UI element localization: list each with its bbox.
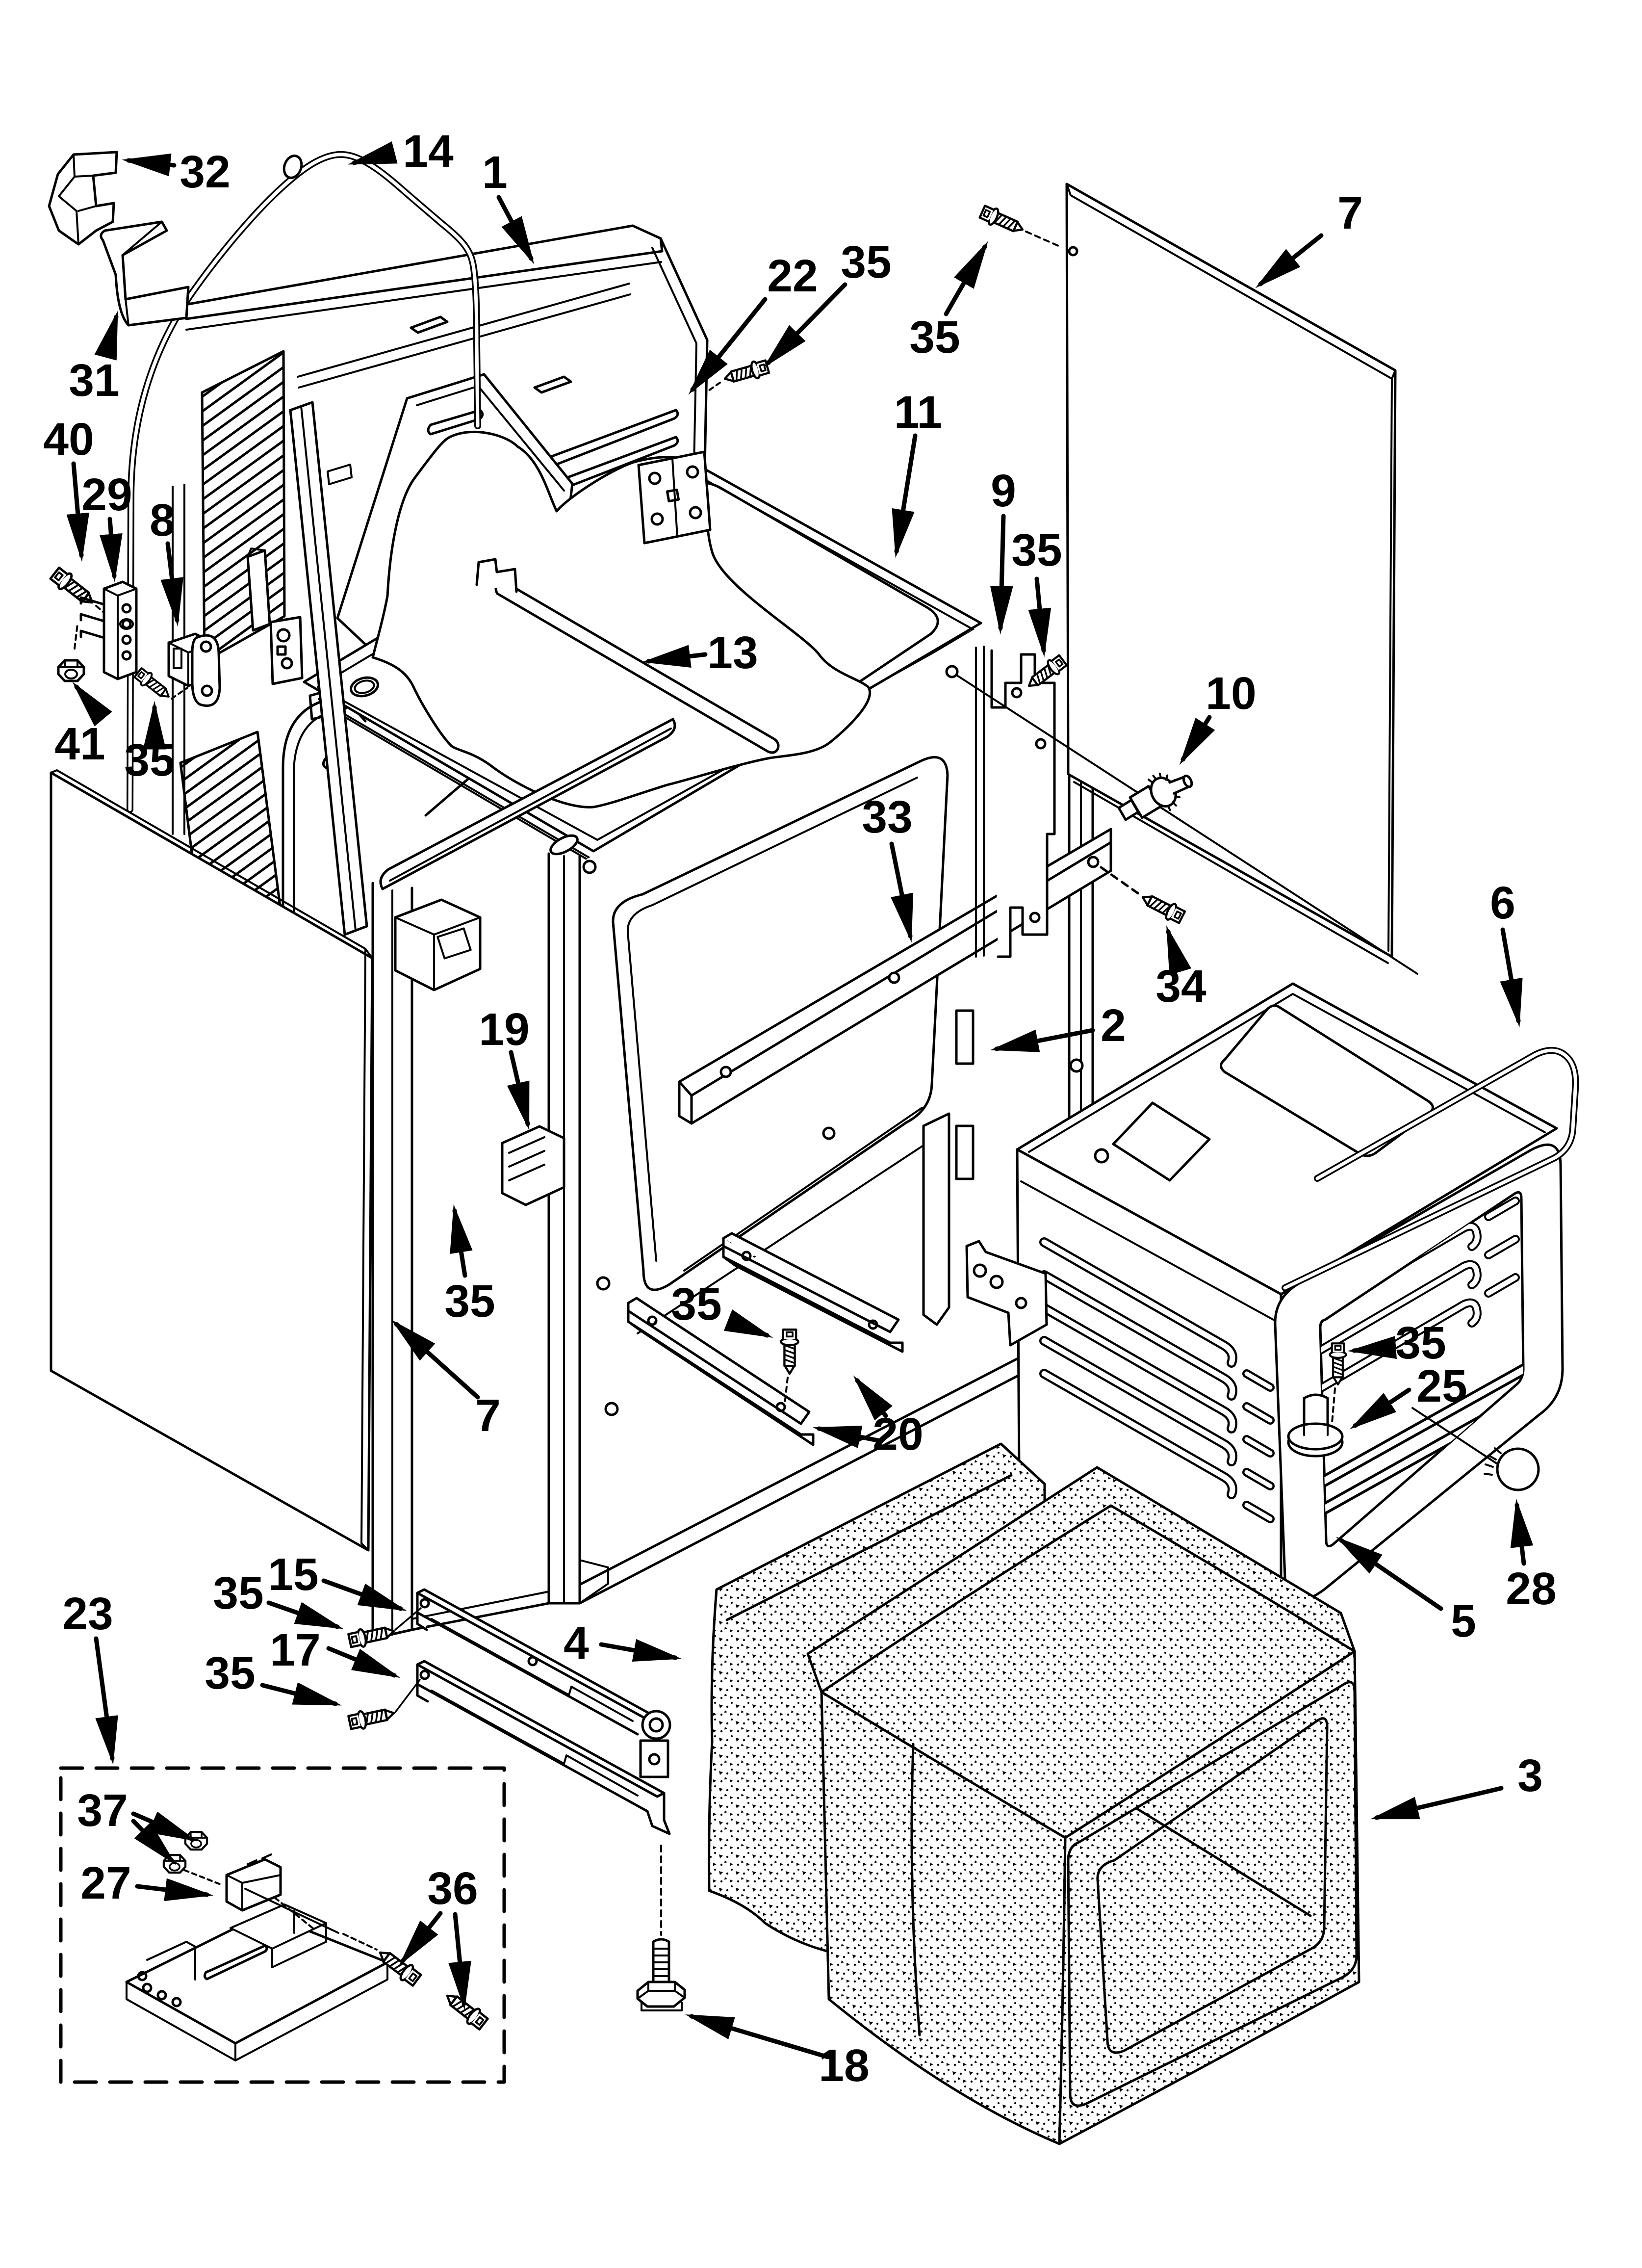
svg-text:6: 6 [1490, 877, 1515, 928]
svg-text:3: 3 [1517, 1750, 1543, 1801]
svg-text:41: 41 [54, 718, 105, 769]
svg-text:35: 35 [205, 1647, 255, 1698]
svg-text:35: 35 [909, 312, 960, 363]
svg-text:7: 7 [1337, 187, 1363, 238]
svg-text:40: 40 [43, 414, 94, 465]
svg-text:15: 15 [268, 1549, 318, 1600]
svg-text:20: 20 [872, 1408, 923, 1460]
svg-text:35: 35 [1395, 1317, 1446, 1368]
svg-text:5: 5 [1451, 1595, 1476, 1646]
svg-text:22: 22 [767, 250, 818, 301]
svg-text:28: 28 [1506, 1563, 1556, 1614]
svg-text:27: 27 [80, 1857, 131, 1908]
svg-text:32: 32 [180, 146, 230, 197]
svg-text:9: 9 [991, 465, 1016, 516]
svg-text:35: 35 [671, 1278, 721, 1330]
svg-text:19: 19 [479, 1004, 529, 1055]
svg-text:2: 2 [1101, 1000, 1126, 1051]
svg-text:35: 35 [444, 1276, 495, 1327]
svg-text:13: 13 [707, 627, 758, 678]
svg-text:7: 7 [475, 1390, 501, 1441]
svg-text:29: 29 [81, 469, 132, 520]
svg-text:23: 23 [62, 1588, 113, 1639]
svg-text:37: 37 [77, 1785, 128, 1836]
svg-text:1: 1 [482, 147, 508, 198]
svg-text:35: 35 [124, 734, 175, 785]
svg-text:35: 35 [213, 1567, 263, 1618]
svg-text:17: 17 [270, 1624, 320, 1675]
svg-text:34: 34 [1155, 961, 1206, 1012]
svg-text:11: 11 [894, 387, 942, 438]
svg-text:35: 35 [1011, 524, 1062, 575]
svg-text:31: 31 [69, 355, 119, 406]
svg-text:35: 35 [841, 236, 891, 287]
svg-text:25: 25 [1416, 1360, 1467, 1411]
svg-text:8: 8 [150, 495, 175, 546]
svg-text:14: 14 [403, 126, 454, 177]
svg-text:10: 10 [1206, 668, 1256, 719]
svg-text:33: 33 [862, 791, 912, 842]
svg-text:18: 18 [819, 2040, 869, 2091]
svg-text:36: 36 [427, 1863, 478, 1914]
svg-text:4: 4 [564, 1617, 589, 1668]
